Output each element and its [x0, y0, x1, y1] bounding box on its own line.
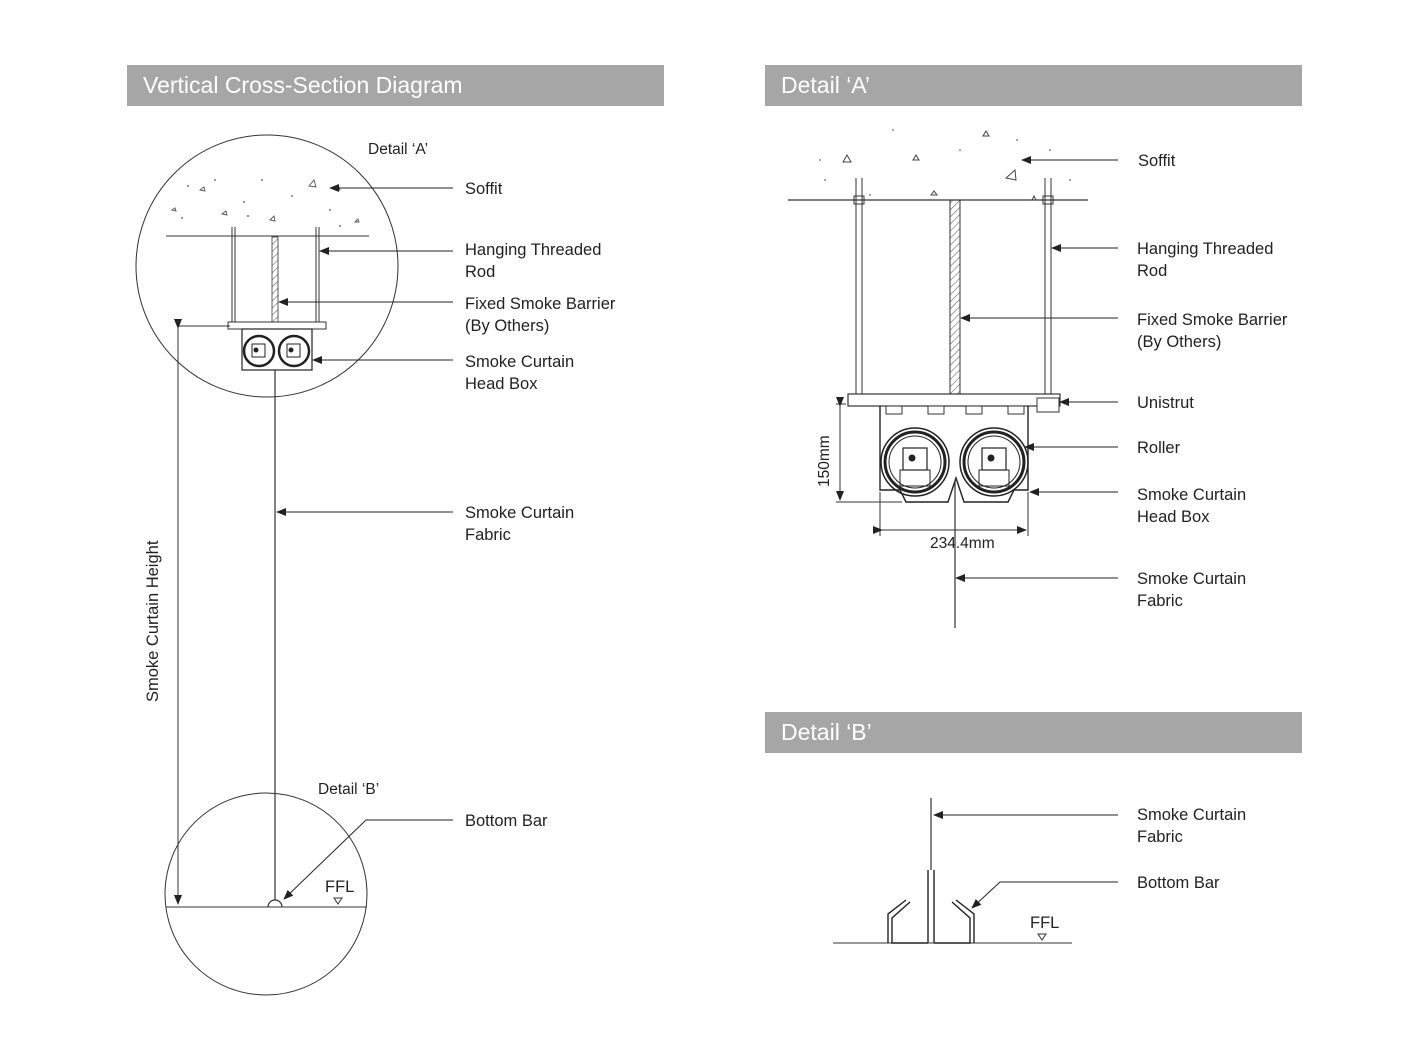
- a-unistrut-label: Unistrut: [1137, 394, 1194, 412]
- ffl-label-b: FFL: [1030, 914, 1059, 932]
- fixed-barrier: [271, 236, 279, 324]
- bottom-bar-label: Bottom Bar: [465, 812, 548, 830]
- a-fabric-label-1: Smoke Curtain: [1137, 570, 1246, 588]
- fixed-barrier-a: [949, 199, 961, 395]
- a-headbox-label-2: Head Box: [1137, 508, 1210, 526]
- head-box-small: [241, 328, 313, 371]
- left-diagram: Detail ‘A’ Detail ‘B’ FFL Smoke Curtain …: [135, 134, 616, 996]
- a-roller-label: Roller: [1137, 439, 1181, 457]
- curtain-height-label: Smoke Curtain Height: [144, 540, 162, 702]
- b-bottom-bar-label: Bottom Bar: [1137, 874, 1220, 892]
- detail-b-circle: [164, 792, 368, 996]
- fabric-label-1: Smoke Curtain: [465, 504, 574, 522]
- dim-height: 150mm: [816, 435, 833, 487]
- concrete-dots: [181, 179, 341, 227]
- a-barrier-label-1: Fixed Smoke Barrier: [1137, 311, 1288, 329]
- dim-width: 234.4mm: [930, 535, 995, 552]
- barrier-label-2: (By Others): [465, 317, 549, 335]
- unistrut: [847, 393, 1061, 407]
- detail-a-drawing: 150mm 234.4mm Soffit Hanging Threaded Ro…: [788, 129, 1288, 628]
- a-soffit-label: Soffit: [1138, 152, 1176, 170]
- headbox-label-2: Head Box: [465, 375, 538, 393]
- detail-a-header: Detail ‘A’: [765, 65, 1302, 106]
- concrete-texture: [170, 179, 360, 223]
- a-rod-label-2: Rod: [1137, 262, 1167, 280]
- vertical-section-header: Vertical Cross-Section Diagram: [127, 65, 664, 106]
- rod-label-1: Hanging Threaded: [465, 241, 601, 259]
- soffit-label: Soffit: [465, 180, 503, 198]
- detail-a-callout: Detail ‘A’: [368, 141, 428, 158]
- concrete-texture-a: [842, 130, 1037, 201]
- b-fabric-label-2: Fabric: [1137, 828, 1183, 846]
- a-headbox-label-1: Smoke Curtain: [1137, 486, 1246, 504]
- a-fabric-label-2: Fabric: [1137, 592, 1183, 610]
- headbox-label-1: Smoke Curtain: [465, 353, 574, 371]
- fabric-label-2: Fabric: [465, 526, 511, 544]
- rod-label-2: Rod: [465, 263, 495, 281]
- detail-b-header: Detail ‘B’: [765, 712, 1302, 753]
- b-fabric-label-1: Smoke Curtain: [1137, 806, 1246, 824]
- bottom-bar-profile: [887, 870, 975, 944]
- barrier-label-1: Fixed Smoke Barrier: [465, 295, 616, 313]
- a-rod-label-1: Hanging Threaded: [1137, 240, 1273, 258]
- detail-a-circle: [135, 134, 399, 398]
- head-box-detail: [879, 406, 1029, 503]
- detail-b-callout: Detail ‘B’: [318, 781, 379, 798]
- a-barrier-label-2: (By Others): [1137, 333, 1221, 351]
- detail-b-drawing: FFL Smoke Curtain Fabric Bottom Bar: [833, 798, 1246, 944]
- ffl-label-left: FFL: [325, 878, 354, 896]
